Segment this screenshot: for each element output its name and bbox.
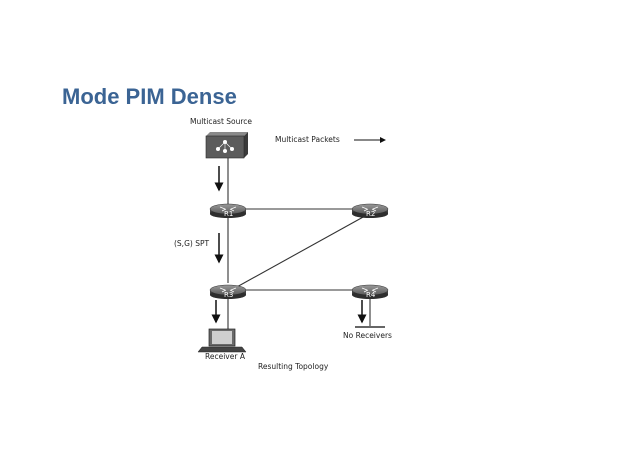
router-r3-label: R3 bbox=[224, 291, 233, 299]
router-icon bbox=[209, 203, 247, 218]
router-icon bbox=[351, 203, 389, 218]
spt-label: (S,G) SPT bbox=[174, 239, 209, 248]
router-r4-label: R4 bbox=[366, 291, 376, 299]
router-r1-label: R1 bbox=[224, 210, 233, 218]
slide-title: Mode PIM Dense bbox=[62, 84, 237, 109]
router-icon bbox=[209, 284, 247, 299]
legend-label: Multicast Packets bbox=[275, 135, 340, 144]
receiver-a-label: Receiver A bbox=[205, 352, 246, 361]
network-links bbox=[227, 158, 385, 330]
link-r2-r3 bbox=[234, 215, 366, 289]
no-receivers-label: No Receivers bbox=[343, 331, 392, 340]
multicast-source-label: Multicast Source bbox=[190, 117, 252, 126]
router-icon bbox=[351, 284, 389, 299]
multicast-source-icon bbox=[205, 132, 248, 159]
diagram-caption: Resulting Topology bbox=[258, 362, 329, 371]
laptop-icon bbox=[197, 328, 247, 353]
router-r2-label: R2 bbox=[366, 210, 375, 218]
